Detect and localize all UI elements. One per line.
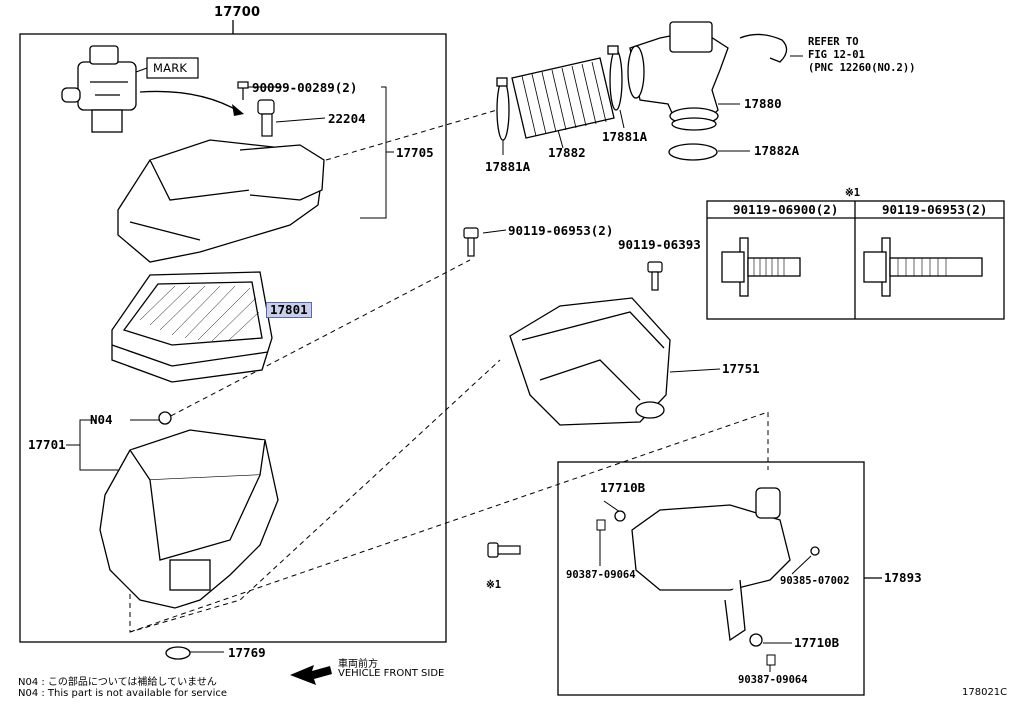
label-17880[interactable]: 17880 bbox=[744, 96, 782, 111]
filter-element-icon bbox=[111, 271, 273, 383]
label-table-col-90119-06900[interactable]: 90119-06900(2) bbox=[733, 202, 839, 217]
label-pnc-12260: (PNC 12260(NO.2)) bbox=[808, 62, 916, 74]
label-17882[interactable]: 17882 bbox=[548, 145, 586, 160]
label-bolt-mark: ※1 bbox=[486, 579, 502, 591]
label-90385-07002[interactable]: 90385-07002 bbox=[780, 575, 850, 587]
screw-icon bbox=[237, 81, 249, 100]
grommet-icon bbox=[596, 519, 606, 531]
label-17701[interactable]: 17701 bbox=[28, 437, 66, 452]
label-17893[interactable]: 17893 bbox=[884, 570, 922, 585]
air-cleaner-cap-icon bbox=[117, 139, 325, 263]
label-17710b-top[interactable]: 17710B bbox=[600, 480, 646, 495]
label-table-col-90119-06953[interactable]: 90119-06953(2) bbox=[882, 202, 988, 217]
sensor-icon bbox=[61, 45, 137, 133]
hose-clamp-icon bbox=[496, 45, 623, 141]
label-n04[interactable]: N04 bbox=[90, 412, 113, 427]
label-17881a-left[interactable]: 17881A bbox=[485, 159, 531, 174]
front-arrow-icon bbox=[290, 665, 332, 685]
label-17881a-right[interactable]: 17881A bbox=[602, 129, 648, 144]
label-table-mark: ※1 bbox=[845, 187, 861, 199]
bolt-icon bbox=[463, 227, 479, 257]
label-17751[interactable]: 17751 bbox=[722, 361, 760, 376]
label-90119-06393[interactable]: 90119-06393 bbox=[618, 237, 701, 252]
grommet-icon bbox=[766, 654, 776, 666]
intake-hose-icon bbox=[511, 57, 615, 139]
label-17705[interactable]: 17705 bbox=[396, 145, 434, 160]
label-fig-12-01[interactable]: FIG 12-01 bbox=[808, 49, 865, 61]
label-90119-06953-top[interactable]: 90119-06953(2) bbox=[508, 223, 614, 238]
label-front-jp: 車両前方 bbox=[338, 659, 378, 670]
air-pipe-17880-icon bbox=[627, 21, 729, 131]
label-90387-bottom[interactable]: 90387-09064 bbox=[738, 674, 808, 686]
clamp-17882a-icon bbox=[668, 143, 718, 161]
air-inlet-duct-icon bbox=[509, 297, 671, 426]
label-17882a[interactable]: 17882A bbox=[754, 143, 800, 158]
resonator-17893-icon bbox=[614, 487, 820, 647]
bolt-90119-06900-icon bbox=[721, 237, 801, 297]
label-front-en: VEHICLE FRONT SIDE bbox=[338, 668, 445, 679]
note-n04-jp: N04 : この部品については補給していません bbox=[18, 677, 217, 688]
diagram-id: 178021C bbox=[962, 687, 1008, 698]
label-mark: MARK bbox=[153, 61, 188, 75]
bolt-90119-06953-icon bbox=[863, 237, 983, 297]
hose-ref-icon bbox=[739, 33, 788, 63]
cap-17769-icon bbox=[165, 646, 191, 660]
label-22204[interactable]: 22204 bbox=[328, 111, 366, 126]
note-n04-en: N04 : This part is not available for ser… bbox=[18, 688, 228, 699]
label-17769[interactable]: 17769 bbox=[228, 645, 266, 660]
bolt-icon bbox=[647, 261, 663, 291]
label-90099-00289[interactable]: 90099-00289(2) bbox=[252, 80, 358, 95]
label-90387-top[interactable]: 90387-09064 bbox=[566, 569, 636, 581]
label-17801[interactable]: 17801 bbox=[266, 302, 312, 318]
label-17700[interactable]: 17700 bbox=[214, 5, 261, 20]
air-cleaner-case-icon bbox=[99, 411, 279, 609]
clip-22204-icon bbox=[257, 99, 275, 137]
label-refer-to: REFER TO bbox=[808, 36, 859, 48]
label-17710b-bottom[interactable]: 17710B bbox=[794, 635, 840, 650]
bolt-icon bbox=[487, 542, 521, 558]
